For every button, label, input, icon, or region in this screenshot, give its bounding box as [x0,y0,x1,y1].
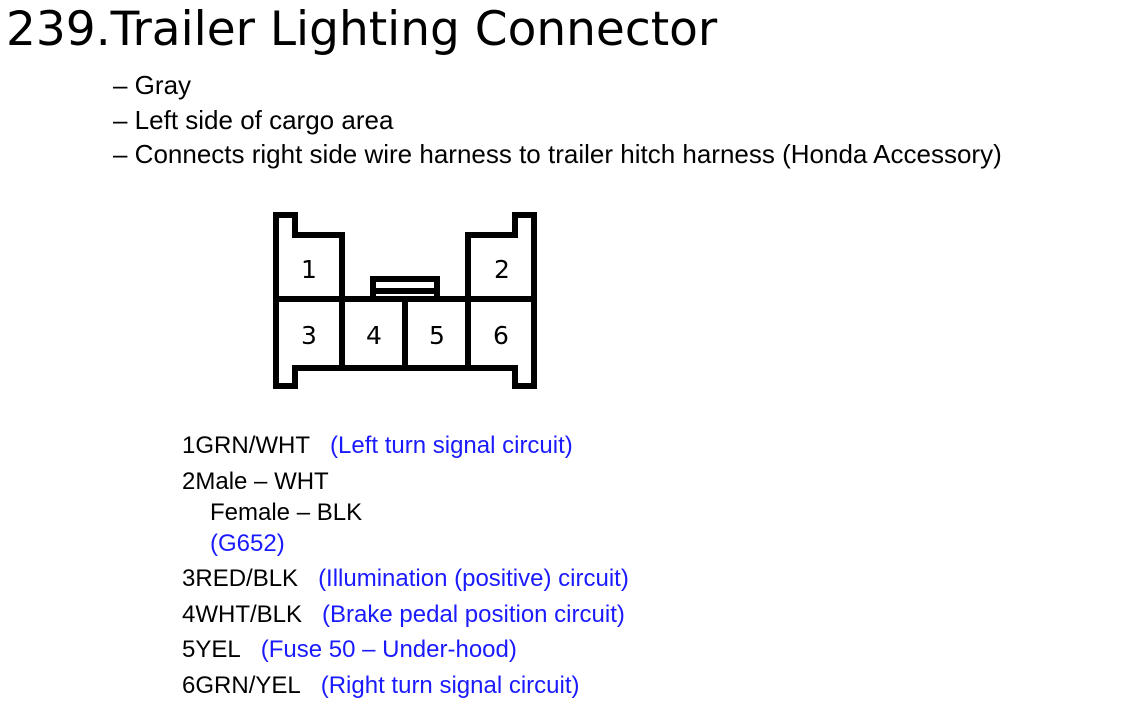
pin-row: 6GRN/YEL (Right turn signal circuit) [182,671,579,701]
info-location: – Left side of cargo area [113,104,394,135]
info-color: – Gray [113,70,192,100]
pin-row: 4WHT/BLK (Brake pedal position circuit) [182,600,625,630]
wire-color: YEL [195,636,241,663]
connector-face-diagram: 1 2 3 4 5 6 [273,212,537,389]
wire-color: Male – WHT [195,468,329,495]
pin-number: 3 [182,565,196,592]
wire-color: RED/BLK [195,565,299,592]
page-title: 239.Trailer Lighting Connector [6,2,718,57]
pin-label: 4 [366,321,382,350]
pin-number: 5 [182,636,196,663]
circuit-description: (G652) [210,530,285,557]
pin-label: 3 [301,321,317,350]
pin-row-continuation: (G652) [182,529,285,559]
pin-row: 5YEL (Fuse 50 – Under-hood) [182,635,517,665]
connector-housing-outline [273,212,537,389]
circuit-description: (Right turn signal circuit) [320,672,580,699]
connector-info-list: – Gray – Left side of cargo area – Conne… [113,68,1002,172]
wire-color: Female – BLK [210,499,363,526]
info-connection: – Connects right side wire harness to tr… [113,139,1002,169]
pin-row: 3RED/BLK (Illumination (positive) circuit… [182,564,629,594]
circuit-description: (Illumination (positive) circuit) [318,565,629,592]
circuit-description: (Brake pedal position circuit) [322,601,625,628]
pin-label: 5 [429,321,445,350]
pin-label: 6 [493,321,509,350]
circuit-description: (Fuse 50 – Under-hood) [260,636,517,663]
pin-number: 4 [182,601,196,628]
pin-label: 2 [494,255,510,284]
pin-number: 6 [182,672,196,699]
pin-number: 2 [182,468,196,495]
pin-number: 1 [182,432,196,459]
pin-row-continuation: Female – BLK [182,498,362,528]
pin-row: 2Male – WHT [182,467,329,497]
wire-color: GRN/WHT [195,432,311,459]
pin-row: 1GRN/WHT (Left turn signal circuit) [182,431,573,461]
wire-color: GRN/YEL [195,672,301,699]
pin-label: 1 [301,255,317,284]
circuit-description: (Left turn signal circuit) [330,432,573,459]
wire-color: WHT/BLK [195,601,303,628]
